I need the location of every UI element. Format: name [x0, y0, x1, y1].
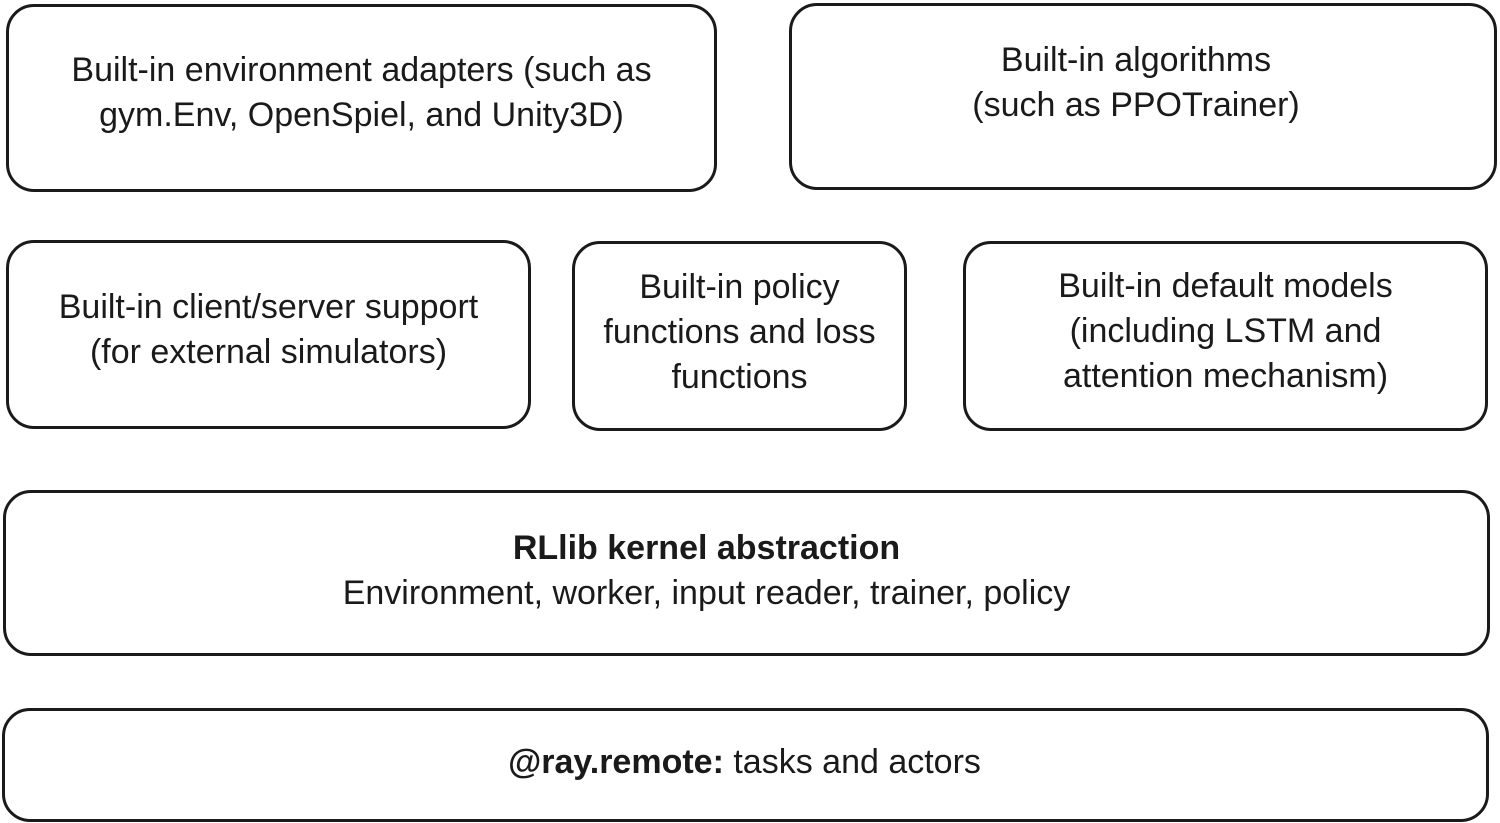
ray-remote-description: tasks and actors: [723, 742, 981, 781]
default-models-line-3: attention mechanism): [1062, 356, 1389, 395]
policy-functions-box: Built-in policy functions and loss funct…: [572, 241, 907, 431]
algorithms-box: Built-in algorithms (such as PPOTrainer): [789, 3, 1497, 190]
policy-functions-line-3: functions: [671, 357, 808, 396]
client-server-box: Built-in client/server support (for exte…: [6, 240, 531, 429]
client-server-text: Built-in client/server support (for exte…: [59, 285, 479, 375]
env-adapters-box: Built-in environment adapters (such as g…: [6, 4, 717, 192]
env-adapters-line-2: gym.Env, OpenSpiel, and Unity3D): [99, 96, 624, 134]
kernel-abstraction-subtitle: Environment, worker, input reader, train…: [342, 574, 1071, 612]
kernel-abstraction-text: RLlib kernel abstraction Environment, wo…: [343, 526, 1071, 616]
default-models-box: Built-in default models (including LSTM …: [963, 241, 1488, 431]
ray-remote-box: @ray.remote: tasks and actors: [2, 708, 1489, 822]
client-server-line-1: Built-in client/server support: [58, 287, 479, 326]
policy-functions-text: Built-in policy functions and loss funct…: [603, 265, 875, 400]
ray-remote-line: @ray.remote: tasks and actors: [508, 740, 981, 785]
algorithms-line-1: Built-in algorithms: [1000, 40, 1272, 79]
policy-functions-line-2: functions and loss: [603, 312, 876, 351]
ray-remote-decorator: @ray.remote:: [508, 742, 724, 781]
default-models-line-1: Built-in default models: [1058, 266, 1393, 305]
default-models-text: Built-in default models (including LSTM …: [1058, 264, 1393, 399]
env-adapters-text: Built-in environment adapters (such as g…: [71, 48, 651, 138]
client-server-line-2: (for external simulators): [89, 332, 448, 371]
default-models-line-2: (including LSTM and: [1069, 311, 1382, 350]
algorithms-line-2: (such as PPOTrainer): [972, 85, 1300, 124]
env-adapters-line-1: Built-in environment adapters (such as: [71, 51, 652, 89]
algorithms-text: Built-in algorithms (such as PPOTrainer): [972, 38, 1300, 128]
kernel-abstraction-box: RLlib kernel abstraction Environment, wo…: [3, 490, 1490, 656]
kernel-abstraction-title: RLlib kernel abstraction: [512, 529, 901, 567]
ray-remote-text: @ray.remote: tasks and actors: [508, 740, 981, 785]
policy-functions-line-1: Built-in policy: [639, 267, 840, 306]
